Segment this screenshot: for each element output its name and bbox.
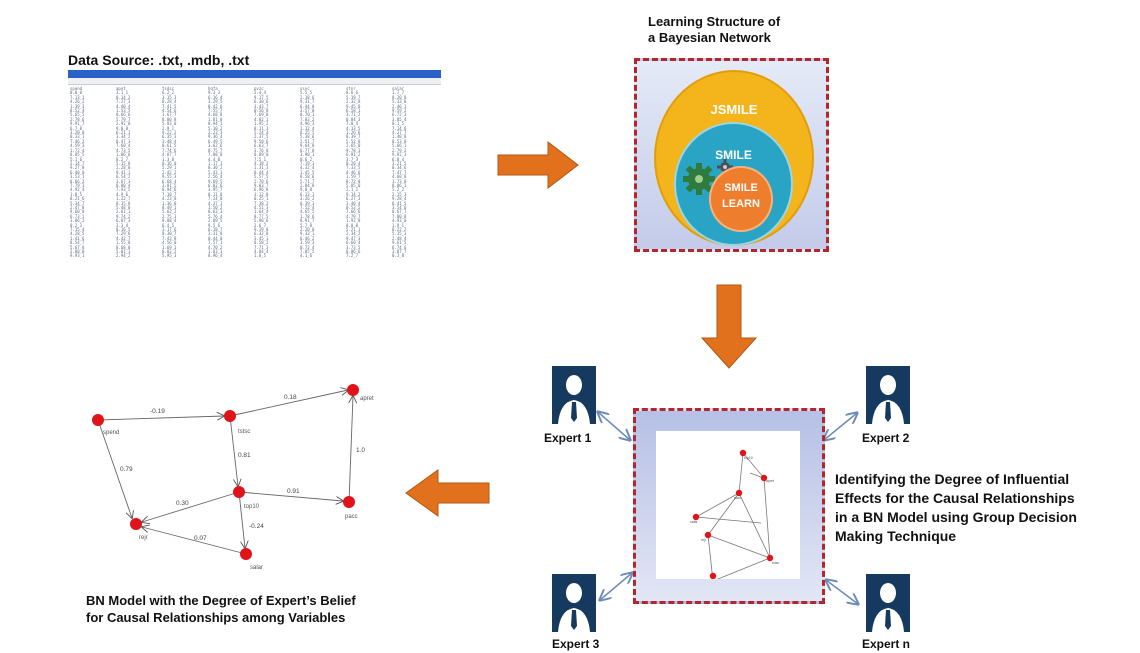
table-column: pvzc 2.4_4 9.17_5 6.30_6 3.43_7 0.56_8 7… — [254, 86, 269, 259]
smile-learn-line-2: LEARN — [722, 198, 760, 210]
bn-model-caption: BN Model with the Degree of Expert’s Bel… — [86, 592, 356, 626]
jsmile-label: JSMILE — [710, 102, 758, 117]
table-column: hqfa 9.3_3 6.16_4 3.29_5 0.42_6 7.55_7 4… — [208, 86, 223, 259]
expert-n-label: Expert n — [862, 637, 911, 651]
expert-3-label: Expert 3 — [552, 637, 600, 651]
table-column: tsdsc 6.2_2 3.15_3 0.28_4 7.41_5 4.54_6 … — [162, 86, 177, 259]
arrow-right-icon — [497, 140, 579, 190]
expert-1-connector — [598, 412, 630, 440]
identify-line-2: Effects for the Causal Relationships — [835, 490, 1075, 506]
node-tstsc — [224, 410, 236, 422]
edge-top10-rejr — [142, 491, 240, 522]
table-column: apnt 3.1_1 0.14_2 7.27_3 4.40_4 1.53_5 8… — [116, 86, 131, 259]
data-source-title: Data Source: .txt, .mdb, .txt — [68, 52, 250, 68]
expert-n-connector — [826, 580, 858, 604]
edge-label-pacc-apret: 1.0 — [356, 447, 365, 454]
table-column: salar 1.7_7 8.20_8 5.33_0 2.46_1 9.59_2 … — [392, 86, 407, 259]
edge-spend-rejr — [97, 419, 132, 518]
group-decision-panel: top10 apret pacc salar spend tstsc rejr — [633, 408, 825, 604]
edge-salar-rejr — [142, 527, 247, 555]
node-label-tstsc: tstsc — [238, 429, 250, 435]
table-column: stnr 8.6_6 5.19_7 2.32_8 9.45_0 6.58_1 3… — [346, 86, 361, 259]
expert-n-person-icon — [866, 574, 910, 632]
edge-top10-salar — [238, 491, 245, 548]
identify-line-1: Identifying the Degree of Influential — [835, 471, 1070, 487]
table-column: spend 0.0_0 7.13_1 4.26_2 1.39_3 8.52_4 … — [70, 86, 85, 259]
edge-label-spend-tstsc: -0.19 — [150, 408, 165, 415]
mini-label-rejr: rejr — [701, 538, 707, 542]
edge-label-tstsc-apret: 0.18 — [284, 394, 297, 401]
node-label-pacc: pacc — [345, 514, 358, 520]
node-salar — [240, 548, 252, 560]
node-label-spend: spend — [103, 430, 119, 436]
expert-3-connector — [600, 573, 632, 600]
edge-label-top10-pacc: 0.91 — [287, 488, 300, 495]
learning-structure-panel: JSMILE SMILE SMILE LEARN — [634, 58, 829, 252]
identify-line-4: Making Technique — [835, 528, 957, 544]
edge-label-tstsc-top10: 0.81 — [238, 452, 251, 459]
table-column: ssvc 5.5_5 2.18_6 9.31_7 6.44_8 3.57_0 0… — [300, 86, 315, 259]
learning-title-line-2: a Bayesian Network — [648, 30, 771, 45]
edge-label-spend-rejr: 0.79 — [120, 466, 133, 473]
edge-label-salar-rejr: 0.07 — [194, 535, 207, 542]
gear-icon — [683, 163, 715, 195]
bn-caption-line-1: BN Model with the Degree of Expert’s Bel… — [86, 593, 356, 608]
mini-label-apret: apret — [766, 479, 774, 483]
node-rejr — [130, 518, 142, 530]
mini-label-salar: salar — [690, 520, 698, 524]
expert-2-connector — [824, 413, 857, 440]
mini-label-tstsc: tstsc — [772, 561, 779, 565]
expert-1-person-icon — [552, 366, 596, 424]
node-label-rejr: rejr — [139, 535, 148, 541]
table-menubar — [68, 78, 441, 85]
node-label-top10: top10 — [244, 504, 260, 510]
edge-spend-tstsc — [97, 416, 224, 421]
arrow-down-icon — [700, 284, 758, 369]
node-label-salar: salar — [250, 565, 263, 571]
expert-2-person-icon — [866, 366, 910, 424]
smile-label: SMILE — [715, 148, 752, 162]
node-pacc — [343, 496, 355, 508]
learning-structure-title: Learning Structure of a Bayesian Network — [648, 14, 780, 46]
bn-caption-line-2: for Causal Relationships among Variables — [86, 610, 346, 625]
data-table-window: spend 0.0_0 7.13_1 4.26_2 1.39_3 8.52_4 … — [68, 70, 441, 260]
node-top10 — [233, 486, 245, 498]
edge-tstsc-apret — [229, 390, 348, 417]
smile-learn-line-1: SMILE — [724, 182, 758, 194]
node-label-apret: apret — [360, 396, 374, 402]
mini-label-pacc: pacc — [734, 496, 742, 500]
table-body: spend 0.0_0 7.13_1 4.26_2 1.39_3 8.52_4 … — [68, 85, 441, 260]
smile-learn-circle: SMILE LEARN — [709, 166, 773, 232]
expert-3-person-icon — [552, 574, 596, 632]
smile-learn-label: SMILE LEARN — [711, 180, 771, 212]
identify-line-3: in a BN Model using Group Decision — [835, 509, 1077, 525]
arrow-left-icon — [405, 469, 490, 517]
mini-graph-area: top10 apret pacc salar spend tstsc rejr — [656, 431, 800, 582]
edge-top10-pacc — [238, 491, 343, 501]
expert-2-label: Expert 2 — [862, 431, 910, 445]
edge-pacc-apret — [348, 396, 353, 503]
node-apret — [347, 384, 359, 396]
expert-1-label: Expert 1 — [544, 431, 592, 445]
edge-tstsc-top10 — [229, 415, 238, 486]
edge-label-top10-salar: -0.24 — [249, 523, 264, 530]
edge-label-top10-rejr: 0.30 — [176, 500, 189, 507]
table-titlebar — [68, 70, 441, 78]
mini-label-top10: top10 — [744, 456, 753, 460]
group-decision-description: Identifying the Degree of Influential Ef… — [835, 470, 1077, 546]
learning-title-line-1: Learning Structure of — [648, 14, 781, 29]
mini-bn-graph: top10 apret pacc salar spend tstsc rejr — [690, 449, 779, 582]
node-spend — [92, 414, 104, 426]
